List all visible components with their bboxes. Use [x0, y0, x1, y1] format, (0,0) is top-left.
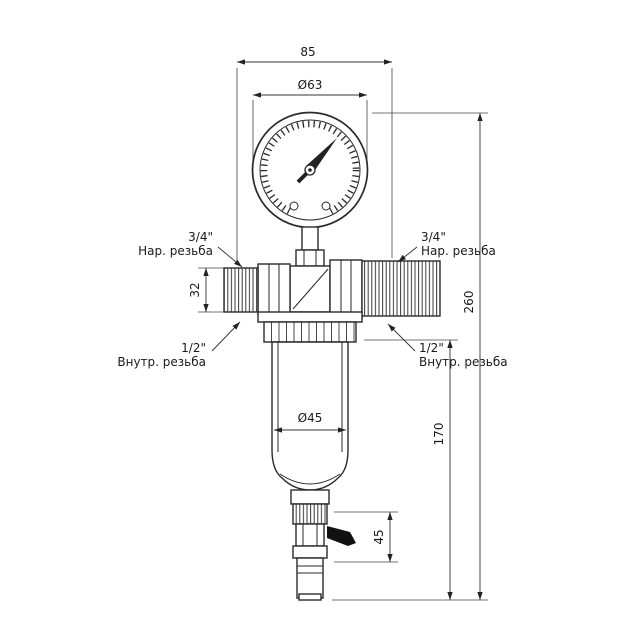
dimension-total-height: 260	[332, 112, 488, 601]
label-right-bottom-type: Внутр. резьба	[419, 355, 508, 369]
label-left-bottom-size: 1/2"	[181, 341, 206, 355]
filter-head-body	[223, 259, 441, 319]
label-thread-right-top: 3/4" Нар. резьба	[397, 230, 496, 263]
gauge-screw-right	[321, 201, 331, 211]
gauge-needle	[306, 138, 337, 173]
gauge-screw-left	[289, 201, 299, 211]
bowl-retaining-nut	[257, 311, 363, 343]
dim-thread-height-value: 32	[188, 282, 202, 297]
dim-total-height-value: 260	[462, 291, 476, 314]
label-left-top-type: Нар. резьба	[138, 244, 213, 258]
gauge-hub-center	[308, 168, 312, 172]
dim-gauge-diameter-value: Ø63	[298, 78, 323, 92]
drain-outlet	[296, 557, 324, 599]
dimension-top-width: 85	[236, 45, 393, 262]
label-thread-left-top: 3/4" Нар. резьба	[138, 230, 243, 268]
label-right-top-type: Нар. резьба	[421, 244, 496, 258]
male-thread-left	[223, 267, 259, 313]
dim-bowl-diameter-value: Ø45	[298, 411, 323, 425]
label-thread-left-bottom: 1/2" Внутр. резьба	[117, 321, 241, 369]
dim-top-width-value: 85	[300, 45, 315, 59]
male-thread-right	[361, 260, 441, 317]
pressure-gauge	[251, 111, 369, 229]
gauge-tick-gap	[283, 170, 337, 224]
label-thread-right-bottom: 1/2" Внутр. резьба	[387, 323, 508, 369]
dim-valve-height-value: 45	[372, 529, 386, 544]
drain-valve	[290, 489, 356, 601]
label-left-top-size: 3/4"	[188, 230, 213, 244]
hex-nut-left	[257, 263, 291, 315]
label-right-bottom-size: 1/2"	[419, 341, 444, 355]
dimension-gauge-diameter: Ø63	[252, 78, 368, 166]
dimension-lower-height: 170	[364, 339, 458, 600]
dimension-valve-height: 45	[334, 511, 398, 563]
dimension-thread-height: 32	[188, 267, 224, 313]
gauge-dial-ring	[259, 119, 361, 221]
drain-handle	[327, 526, 356, 546]
dim-lower-height-value: 170	[432, 423, 446, 446]
hex-nut-right	[329, 259, 363, 319]
label-right-top-size: 3/4"	[421, 230, 446, 244]
filter-bowl: Ø45	[271, 341, 349, 491]
label-left-bottom-type: Внутр. резьба	[117, 355, 206, 369]
gauge-stem	[295, 226, 325, 267]
